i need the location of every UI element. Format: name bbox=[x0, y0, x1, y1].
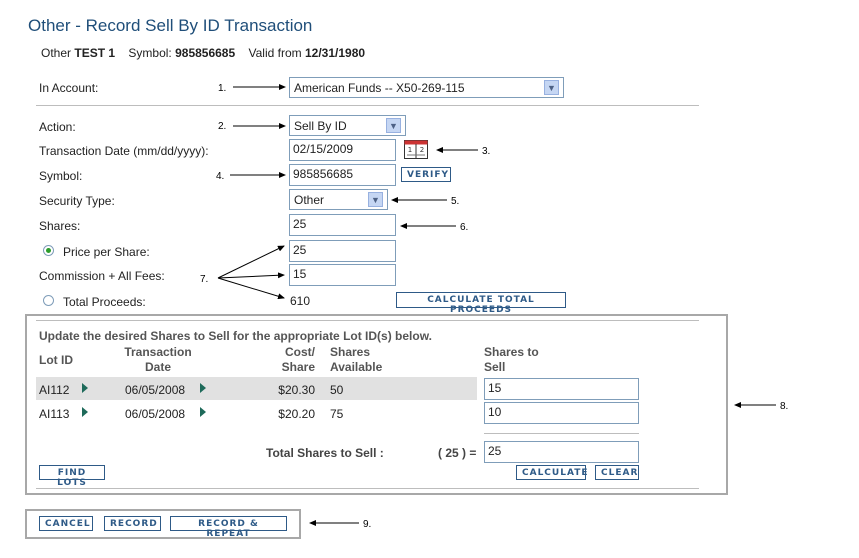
action-buttons-panel bbox=[25, 509, 301, 539]
annotation-9: 9. bbox=[363, 519, 372, 530]
price-per-share-input[interactable]: 25 bbox=[289, 240, 396, 262]
security-type-select[interactable]: Other ▼ bbox=[289, 189, 388, 210]
calculate-button[interactable]: CALCULATE bbox=[516, 465, 588, 480]
shares-label: Shares: bbox=[39, 219, 81, 233]
arrow-7c bbox=[217, 277, 285, 300]
security-name: TEST 1 bbox=[74, 46, 116, 60]
lots-panel bbox=[25, 314, 728, 495]
lot-date-cell: 06/05/2008 bbox=[125, 383, 186, 397]
price-per-share-label: Price per Share: bbox=[63, 245, 150, 259]
clear-button[interactable]: CLEAR bbox=[595, 465, 639, 480]
verify-button[interactable]: VERIFY bbox=[401, 167, 451, 182]
lot-id-cell: AI112 bbox=[39, 383, 70, 397]
lot-sell-input[interactable]: 10 bbox=[484, 402, 639, 424]
col-transaction-date-line1: Transaction bbox=[124, 345, 192, 359]
security-summary: Other TEST 1 Symbol: 985856685 Valid fro… bbox=[41, 46, 365, 60]
divider bbox=[36, 105, 699, 106]
transaction-date-label: Transaction Date (mm/dd/yyyy): bbox=[39, 144, 209, 158]
lot-cost-cell: $20.20 bbox=[278, 407, 315, 421]
table-row bbox=[36, 377, 477, 400]
lot-id-cell: AI113 bbox=[39, 407, 70, 421]
price-per-share-radio[interactable] bbox=[43, 245, 54, 256]
security-type-text: Other bbox=[41, 46, 72, 60]
record-and-repeat-button[interactable]: RECORD & REPEAT bbox=[170, 516, 287, 539]
svg-text:2: 2 bbox=[420, 146, 424, 154]
col-transaction-date: Transaction Date bbox=[108, 345, 208, 375]
lot-date-cell: 06/05/2008 bbox=[125, 407, 186, 421]
find-lots-button[interactable]: FIND LOTS bbox=[39, 465, 105, 488]
lots-instruction: Update the desired Shares to Sell for th… bbox=[39, 329, 432, 343]
symbol-value: 985856685 bbox=[175, 46, 236, 60]
cancel-button[interactable]: CANCEL bbox=[39, 516, 93, 531]
chevron-down-icon: ▼ bbox=[386, 118, 401, 133]
chevron-down-icon: ▼ bbox=[544, 80, 559, 95]
annotation-2: 2. bbox=[218, 121, 227, 132]
svg-text:1: 1 bbox=[408, 146, 412, 154]
col-available-line1: Shares bbox=[330, 345, 371, 359]
annotation-6: 6. bbox=[460, 222, 469, 233]
col-shares-available: Shares Available bbox=[330, 345, 382, 375]
total-shares-input[interactable]: 25 bbox=[484, 441, 639, 463]
chevron-down-icon: ▼ bbox=[368, 192, 383, 207]
triangle-right-icon[interactable] bbox=[82, 383, 88, 393]
triangle-right-icon[interactable] bbox=[200, 407, 206, 417]
col-sell-line2: Sell bbox=[484, 360, 506, 374]
total-shares-label: Total Shares to Sell : bbox=[266, 446, 384, 460]
lot-cost-cell: $20.30 bbox=[278, 383, 315, 397]
col-cost-share: Cost/ Share bbox=[265, 345, 315, 375]
security-type-value: Other bbox=[294, 192, 325, 207]
record-button[interactable]: RECORD bbox=[104, 516, 161, 531]
arrow-7b bbox=[217, 272, 285, 279]
lot-sell-input[interactable]: 15 bbox=[484, 378, 639, 400]
calendar-icon[interactable]: 1 2 bbox=[404, 140, 428, 159]
transaction-date-input[interactable]: 02/15/2009 bbox=[289, 139, 396, 161]
divider bbox=[484, 433, 639, 434]
commission-input[interactable]: 15 bbox=[289, 264, 396, 286]
annotation-5: 5. bbox=[451, 196, 460, 207]
annotation-3: 3. bbox=[482, 146, 491, 157]
lot-available-cell: 75 bbox=[330, 407, 344, 421]
security-type-label: Security Type: bbox=[39, 194, 115, 208]
total-proceeds-value: 610 bbox=[290, 294, 311, 308]
symbol-label: Symbol: bbox=[39, 169, 83, 183]
divider bbox=[36, 488, 699, 489]
account-select-value: American Funds -- X50-269-115 bbox=[294, 80, 465, 95]
annotation-4: 4. bbox=[216, 171, 225, 182]
annotation-8: 8. bbox=[780, 401, 789, 412]
col-sell-line1: Shares to bbox=[484, 345, 539, 359]
lot-available-cell: 50 bbox=[330, 383, 344, 397]
total-proceeds-label: Total Proceeds: bbox=[63, 295, 146, 309]
page-title: Other - Record Sell By ID Transaction bbox=[28, 16, 313, 35]
action-select-value: Sell By ID bbox=[294, 118, 347, 133]
account-select[interactable]: American Funds -- X50-269-115 ▼ bbox=[289, 77, 564, 98]
col-cost-line1: Cost/ bbox=[285, 345, 315, 359]
action-select[interactable]: Sell By ID ▼ bbox=[289, 115, 406, 136]
annotation-1: 1. bbox=[218, 83, 227, 94]
col-transaction-date-line2: Date bbox=[144, 360, 171, 374]
total-proceeds-radio[interactable] bbox=[43, 295, 54, 306]
valid-caption: Valid from bbox=[248, 46, 302, 60]
col-available-line2: Available bbox=[330, 360, 383, 374]
annotation-7: 7. bbox=[200, 274, 209, 285]
symbol-caption: Symbol: bbox=[128, 46, 172, 60]
arrow-7a bbox=[217, 245, 285, 279]
col-lot-id: Lot ID bbox=[39, 353, 73, 367]
commission-label: Commission + All Fees: bbox=[39, 269, 165, 283]
col-cost-line2: Share bbox=[281, 360, 315, 374]
total-shares-paren: ( 25 ) = bbox=[438, 446, 477, 460]
symbol-input[interactable]: 985856685 bbox=[289, 164, 396, 186]
action-label: Action: bbox=[39, 120, 76, 134]
triangle-right-icon[interactable] bbox=[82, 407, 88, 417]
triangle-right-icon[interactable] bbox=[200, 383, 206, 393]
account-label: In Account: bbox=[39, 81, 99, 95]
calculate-total-proceeds-button[interactable]: CALCULATE TOTAL PROCEEDS bbox=[396, 292, 566, 315]
divider bbox=[36, 320, 699, 321]
valid-date: 12/31/1980 bbox=[305, 46, 366, 60]
shares-input[interactable]: 25 bbox=[289, 214, 396, 236]
col-shares-to-sell: Shares to Sell bbox=[484, 345, 539, 375]
